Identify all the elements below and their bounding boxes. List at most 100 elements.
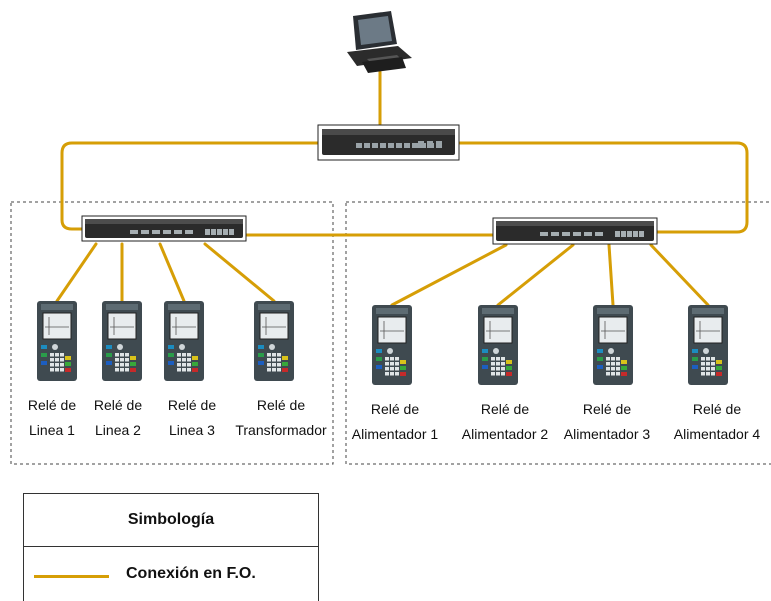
switch-port-icon xyxy=(621,231,626,237)
relay-keypad-key xyxy=(187,368,191,372)
protection-relay-icon[interactable] xyxy=(164,301,204,381)
switch-port-icon xyxy=(418,141,424,148)
relay-part xyxy=(716,366,722,370)
switch-port-icon xyxy=(388,143,394,148)
relay-part xyxy=(130,356,136,360)
switch-port-icon xyxy=(562,232,570,236)
relay-part xyxy=(41,361,47,365)
relay-keypad-key xyxy=(611,367,615,371)
relay-keypad-key xyxy=(496,372,500,376)
relay-keypad-key xyxy=(501,362,505,366)
relay-keypad-key xyxy=(267,368,271,372)
relay-keypad-key xyxy=(120,363,124,367)
relay-part xyxy=(703,348,709,354)
relay-keypad-key xyxy=(177,353,181,357)
relay-part xyxy=(716,372,722,376)
relay-label-name: Alimentador 2 xyxy=(461,426,549,442)
protection-relay-icon[interactable] xyxy=(593,305,633,385)
protection-relay-icon[interactable] xyxy=(372,305,412,385)
protection-relay-icon[interactable] xyxy=(102,301,142,381)
relay-part xyxy=(376,357,382,361)
relay-keypad-key xyxy=(606,362,610,366)
relay-keypad-key xyxy=(701,367,705,371)
relay-part xyxy=(482,349,488,353)
switch-port-icon xyxy=(396,143,402,148)
protection-relay-icon[interactable] xyxy=(688,305,728,385)
relay-part xyxy=(168,345,174,349)
switch-port-icon xyxy=(633,231,638,237)
switch-port-icon xyxy=(540,232,548,236)
switch-port-icon xyxy=(412,143,418,148)
relay-label-feeder-1: Relé de Alimentador 1 xyxy=(352,397,438,447)
relay-part xyxy=(130,362,136,366)
relay-keypad-key xyxy=(120,353,124,357)
switch-port-icon xyxy=(163,230,171,234)
switch-port-icon xyxy=(595,232,603,236)
relay-keypad-key xyxy=(701,362,705,366)
switch-port-icon xyxy=(223,229,228,235)
relay-keypad-key xyxy=(390,357,394,361)
relay-part xyxy=(130,368,136,372)
switch-port-icon xyxy=(436,141,442,148)
relay-part xyxy=(41,353,47,357)
relay-part xyxy=(598,316,628,344)
relay-keypad-key xyxy=(501,357,505,361)
relay-keypad-key xyxy=(385,372,389,376)
fiber-link-core-to-right-switch xyxy=(458,141,749,234)
switch-port-icon xyxy=(573,232,581,236)
relay-part xyxy=(376,308,408,314)
relay-keypad-key xyxy=(395,372,399,376)
relay-keypad-key xyxy=(491,362,495,366)
relay-keypad-key xyxy=(611,362,615,366)
relay-keypad-key xyxy=(120,358,124,362)
relay-keypad-key xyxy=(501,372,505,376)
relay-keypad-key xyxy=(115,358,119,362)
relay-part xyxy=(107,312,137,340)
relay-keypad-key xyxy=(706,367,710,371)
relay-part xyxy=(400,366,406,370)
switch-port-icon xyxy=(141,230,149,234)
relay-label-name: Alimentador 1 xyxy=(351,426,439,442)
relay-label-line-2: Relé de Linea 2 xyxy=(94,393,142,443)
legend-title: Simbología xyxy=(24,494,318,547)
relay-part xyxy=(42,312,72,340)
relay-part xyxy=(483,316,513,344)
protection-relay-icon[interactable] xyxy=(254,301,294,381)
relay-label-line-3: Relé de Linea 3 xyxy=(168,393,216,443)
legend-fiber-label: Conexión en F.O. xyxy=(126,565,256,582)
access-network-switch-icon[interactable] xyxy=(81,215,247,242)
relay-label-feeder-2: Relé de Alimentador 2 xyxy=(462,397,548,447)
relay-keypad-key xyxy=(491,357,495,361)
fiber-connections xyxy=(55,70,749,307)
computer-workstation-icon[interactable] xyxy=(347,11,412,73)
relay-keypad-key xyxy=(55,358,59,362)
relay-keypad-key xyxy=(177,363,181,367)
switch-port-icon xyxy=(615,231,620,237)
protection-relay-icon[interactable] xyxy=(478,305,518,385)
relay-part xyxy=(269,344,275,350)
core-network-switch-icon[interactable] xyxy=(317,124,460,161)
relay-part xyxy=(621,372,627,376)
relay-keypad-key xyxy=(385,362,389,366)
relay-part xyxy=(41,304,73,310)
access-network-switch-icon[interactable] xyxy=(492,217,658,245)
switch-port-icon xyxy=(217,229,222,235)
relay-keypad-key xyxy=(125,358,129,362)
switch-port-icon xyxy=(427,141,433,148)
fiber-link-right-relay-1 xyxy=(390,243,508,307)
relay-keypad-key xyxy=(115,353,119,357)
relay-keypad-key xyxy=(125,353,129,357)
relay-keypad-key xyxy=(616,367,620,371)
relay-label-name: Transformador xyxy=(235,422,327,438)
relay-part xyxy=(192,362,198,366)
relay-keypad-key xyxy=(277,353,281,357)
switch-port-icon xyxy=(185,230,193,234)
relay-part xyxy=(258,304,290,310)
fiber-link-right-relay-2 xyxy=(496,243,575,307)
relay-part xyxy=(168,353,174,357)
fiber-link-left-relay-1 xyxy=(55,242,98,303)
switch-port-icon xyxy=(174,230,182,234)
protection-relay-icon[interactable] xyxy=(37,301,77,381)
relay-keypad-key xyxy=(267,358,271,362)
relay-keypad-key xyxy=(706,357,710,361)
